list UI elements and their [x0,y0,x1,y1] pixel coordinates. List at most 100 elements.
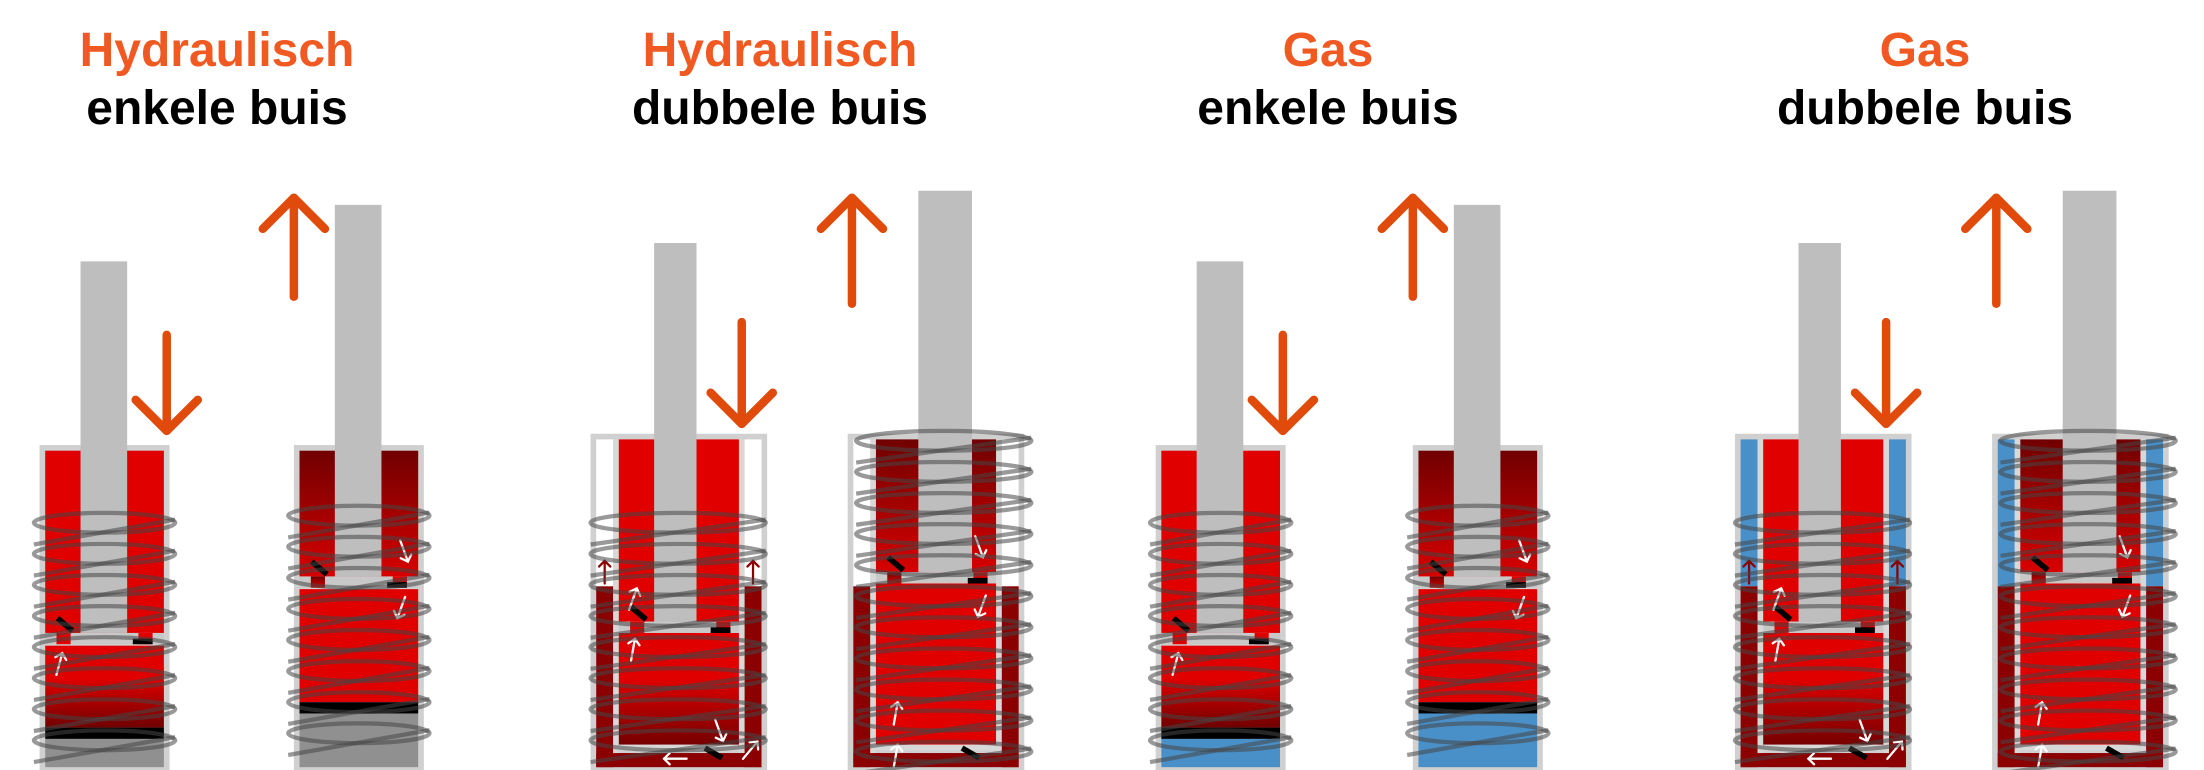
floating-piston [45,727,164,739]
spring-wire [590,704,767,734]
piston-port [2031,572,2046,584]
valve-flap [2112,577,2132,584]
valve-flap [1248,638,1269,645]
arrow-head [1850,388,1922,429]
oil-reservoir-bottom [1740,753,1906,768]
spring-wire [590,672,767,703]
spring-wire [2000,653,2177,683]
spring-wire [287,572,430,602]
coil-spring [31,510,178,765]
spring-wire [2000,591,2177,621]
coil-spring [1405,503,1551,758]
spring-wire [2009,746,2177,770]
spring-wire [1149,517,1292,547]
arrow-head [131,395,203,436]
spring-wire [590,610,767,640]
arrow-up-icon [1960,193,2032,309]
flow-arrow-head [399,553,413,564]
spring-wire [1406,634,1549,664]
coil-spring [854,428,1034,770]
shock-hydraulic-single-extension [258,193,432,770]
spring-wire [1149,610,1292,640]
flow-arrow-shaft [1518,539,1529,563]
inner-tube-wall [2014,439,2021,754]
oil-reservoir [1740,586,1758,768]
spring-wire [1149,672,1292,703]
piston [875,572,997,584]
spring-wire [1149,641,1292,671]
arrow-head [1247,395,1319,436]
oil-reservoir [596,586,614,768]
valve-flap [132,638,153,645]
flow-arrow-head [1892,740,1904,751]
spring-wire [1734,579,1911,609]
spring-wire [33,548,176,578]
inner-tube-wall [738,439,745,754]
coil-spring [588,510,768,765]
flow-arrow-shaft [399,539,410,563]
floating-piston [1161,727,1281,739]
panel-title-gas-single: Gas enkele buis [1108,22,1548,138]
oil-reservoir [2146,586,2164,768]
spring-wire [1734,735,1911,765]
spring-wire [287,541,430,571]
piston-port [1429,576,1444,588]
spring-wire [1149,704,1292,734]
flow-arrow-head [1859,732,1872,743]
spring-wire [590,517,767,547]
spring-wire [855,591,1032,621]
spring-wire [855,466,1032,496]
base-valve-plate [875,744,997,751]
spring-wire [855,684,1032,714]
flow-arrow-icon [399,539,413,564]
spring-wire [33,704,176,734]
arrow-head [1960,193,2032,234]
arrow-down-icon [1247,330,1319,436]
flow-arrow-head [1518,553,1532,564]
panel-title-hydraulic-double: Hydraulisch dubbele buis [560,22,1000,138]
spring-wire [855,622,1032,652]
shock-hydraulic-single-compression [31,261,203,770]
spring-wire [33,579,176,609]
shock-hydraulic-double-extension [816,190,1034,770]
spring-wire [1734,704,1911,734]
spring-wire [287,696,430,727]
spring-wire [287,634,430,664]
spring-wire [855,715,1032,745]
spring-wire [33,610,176,640]
flow-arrow-head [1806,751,1816,766]
arrow-head [1377,193,1449,234]
piston-rod [1196,261,1244,633]
spring-wire [1149,579,1292,609]
panel-title-gas-double: Gas dubbele buis [1705,22,2145,138]
floating-piston [299,702,419,714]
title-medium: Gas [1282,24,1374,77]
title-medium: Hydraulisch [79,24,355,77]
spring-wire [1734,548,1911,578]
piston [299,576,419,588]
spring-wire [1406,728,1549,758]
spring-wire [287,603,430,633]
arrow-down-icon [131,330,203,436]
shock-hydraulic-double-compression [588,243,778,770]
piston-port [1774,621,1789,633]
flow-arrow-head [662,751,671,766]
spring-wire [33,672,176,703]
piston-port [630,621,645,633]
flow-arrow-icon [1806,751,1833,766]
spring-wire [855,653,1032,683]
piston-rod [1453,204,1501,577]
piston-rod [80,261,128,633]
spring-wire [1406,510,1549,540]
coil-spring [1998,428,2178,770]
flow-arrow-icon [662,751,688,766]
valve-flap [967,577,988,584]
spring-wire [1149,548,1292,578]
spring-wire [1406,665,1549,695]
spring-wire [1734,610,1911,640]
spring-wire [1406,603,1549,633]
oil-reservoir-bottom [596,753,762,768]
arrow-head [816,193,888,234]
spring-wire [590,548,767,578]
piston-port [973,572,988,584]
